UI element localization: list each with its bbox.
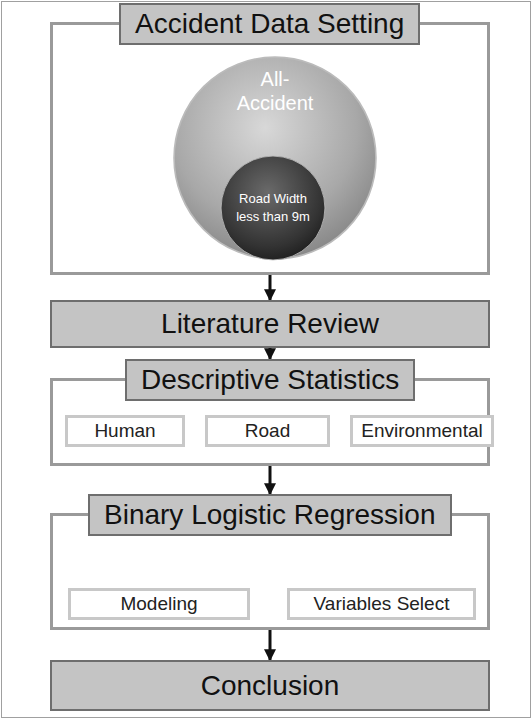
- box-label: Conclusion: [201, 670, 340, 702]
- outer-circle: All- Accident Road Width less than 9m: [172, 55, 378, 261]
- category-box: Human: [65, 415, 185, 447]
- flow-arrow: [269, 275, 272, 300]
- method-box: Variables Select: [287, 588, 476, 620]
- section-frame: Accident Data Setting All- Accident Ro: [50, 22, 490, 275]
- section-frame: Binary Logistic RegressionModelingVariab…: [50, 513, 490, 630]
- box-label: Literature Review: [161, 308, 379, 340]
- process-box: Literature Review: [50, 300, 490, 348]
- box-label: Road: [245, 420, 290, 442]
- section-frame: Descriptive StatisticsHumanRoadEnvironme…: [50, 378, 490, 466]
- flow-arrow: [269, 466, 272, 494]
- inner-circle: Road Width less than 9m: [220, 155, 326, 261]
- flow-arrow: [269, 348, 272, 359]
- section-heading: Accident Data Setting: [119, 3, 420, 45]
- circle-label: Road Width less than 9m: [236, 190, 310, 226]
- process-box: Conclusion: [50, 660, 490, 711]
- category-box: Road: [205, 415, 330, 447]
- section-heading: Binary Logistic Regression: [88, 494, 452, 536]
- category-box: Environmental: [350, 415, 494, 447]
- flow-arrow: [269, 630, 272, 660]
- box-label: Modeling: [120, 593, 197, 615]
- circle-shape: [220, 155, 326, 261]
- section-heading: Descriptive Statistics: [125, 359, 415, 401]
- box-label: Variables Select: [314, 593, 450, 615]
- box-label: Human: [94, 420, 155, 442]
- method-box: Modeling: [68, 588, 250, 620]
- box-label: Environmental: [361, 420, 482, 442]
- circle-label: All- Accident: [225, 67, 325, 115]
